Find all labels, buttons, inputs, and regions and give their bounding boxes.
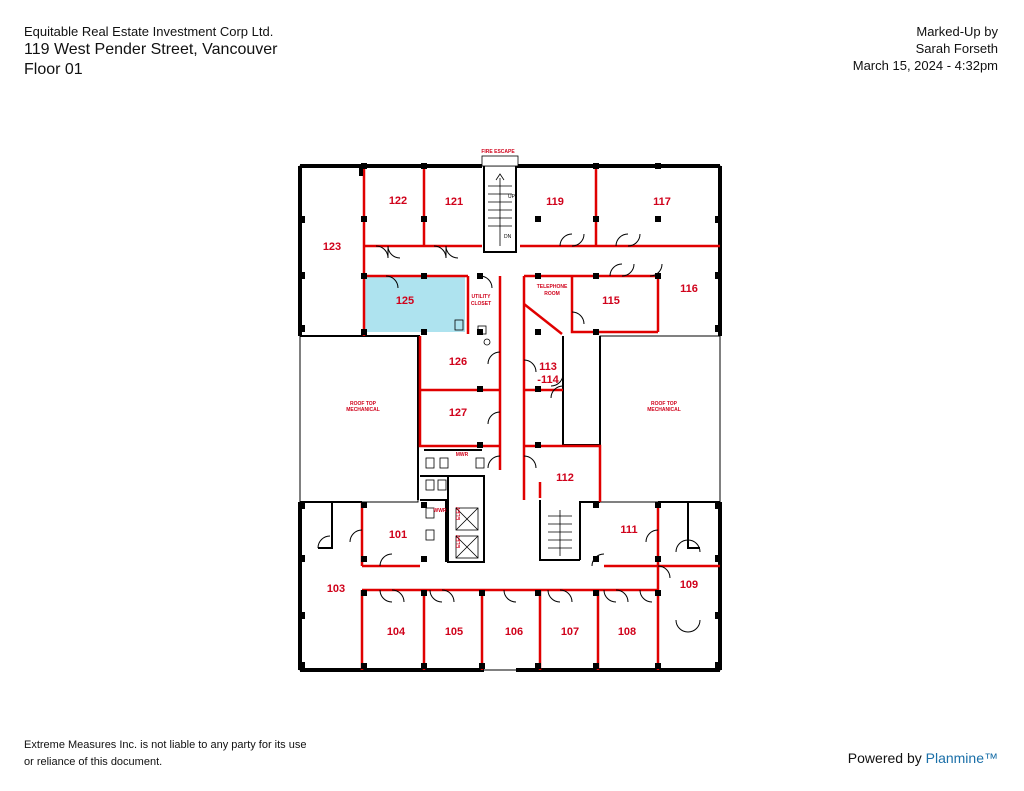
- telephone-room-label-1: TELEPHONE: [537, 284, 568, 290]
- roof-mechanical-right-1: ROOF TOP: [651, 401, 678, 407]
- exterior-walls: [298, 164, 722, 672]
- markup-label: Marked-Up by: [916, 24, 998, 39]
- room-label-125: 125: [396, 295, 414, 307]
- room-label-127: 127: [449, 407, 467, 419]
- mwr-label: MWR: [456, 452, 469, 458]
- room-label-116: 116: [680, 283, 698, 295]
- room-label-104: 104: [387, 626, 406, 638]
- powered-by-label: Powered by: [847, 750, 922, 766]
- room-label-119: 119: [546, 196, 564, 208]
- stair-dn-label: DN: [504, 234, 512, 240]
- room-labels: 122 121 119 117 123 125 115 116 126 113 …: [323, 195, 698, 638]
- structural-columns: [298, 163, 722, 669]
- room-label-109: 109: [680, 579, 698, 591]
- roof-mechanical-left-1: ROOF TOP: [350, 401, 377, 407]
- room-label-121: 121: [445, 196, 463, 208]
- elevator-label-1: ELEV: [456, 506, 462, 520]
- stair-up-label: UP: [508, 194, 516, 200]
- room-125-highlight: [364, 277, 465, 332]
- disclaimer-line-1: Extreme Measures Inc. is not liable to a…: [24, 739, 307, 751]
- wwr-label: WWR: [433, 508, 446, 514]
- room-label-123: 123: [323, 241, 341, 253]
- room-label-107: 107: [561, 626, 579, 638]
- north-stair: [481, 155, 519, 246]
- south-stair: [548, 510, 572, 556]
- red-partitions: [360, 166, 720, 670]
- room-label-108: 108: [618, 626, 636, 638]
- room-label-106: 106: [505, 626, 523, 638]
- markup-date: March 15, 2024 - 4:32pm: [852, 57, 998, 73]
- roof-mechanical-right-2: MECHANICAL: [647, 407, 681, 413]
- telephone-room-label-2: ROOM: [544, 291, 560, 297]
- disclaimer-line-2: or reliance of this document.: [24, 756, 163, 769]
- room-label-122: 122: [389, 195, 407, 207]
- powered-by: Powered by Planmine™: [848, 750, 998, 766]
- room-label-105: 105: [445, 626, 463, 638]
- area-notes: UTILITY CLOSET TELEPHONE ROOM ROOF TOP M…: [346, 284, 681, 514]
- room-label-113: 113: [539, 361, 557, 373]
- door-swings: [317, 233, 701, 633]
- markup-author: Sarah Forseth: [915, 40, 998, 56]
- company-name: Equitable Real Estate Investment Corp Lt…: [24, 24, 274, 39]
- roof-mechanical-left-2: MECHANICAL: [346, 407, 380, 413]
- room-label-112: 112: [556, 472, 574, 484]
- room-label-126: 126: [449, 356, 467, 368]
- room-label-111: 111: [620, 524, 637, 536]
- elevator-label-2: ELEV: [456, 534, 462, 548]
- markup-info: Marked-Up by Sarah Forseth March 15, 202…: [853, 24, 998, 75]
- roof-boundaries: [300, 335, 720, 503]
- utility-closet-label-2: CLOSET: [471, 301, 491, 307]
- floor-label: Floor 01: [24, 61, 83, 79]
- document-header: Equitable Real Estate Investment Corp Lt…: [24, 24, 277, 80]
- building-address: 119 West Pender Street, Vancouver: [24, 41, 278, 59]
- planmine-link[interactable]: Planmine™: [925, 750, 998, 766]
- room-label-115: 115: [602, 295, 620, 307]
- utility-closet-label-1: UTILITY: [472, 294, 492, 300]
- room-label-101: 101: [389, 529, 407, 541]
- washroom-fixtures: [425, 319, 491, 541]
- fire-escape-label: FIRE ESCAPE: [481, 149, 515, 155]
- room-label-114: -114: [537, 374, 559, 386]
- room-label-117: 117: [653, 196, 671, 208]
- disclaimer: Extreme Measures Inc. is not liable to a…: [24, 737, 306, 771]
- room-label-103: 103: [327, 583, 345, 595]
- elevators: [455, 507, 479, 559]
